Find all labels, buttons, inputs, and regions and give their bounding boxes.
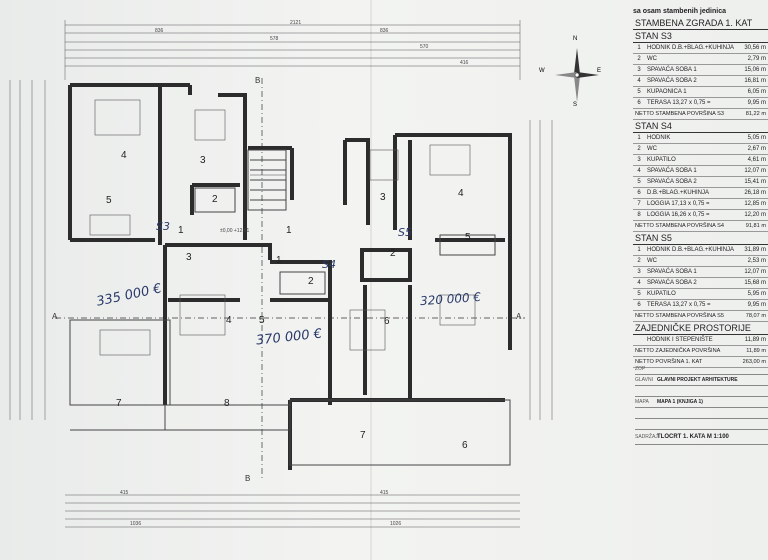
s3-title: STAN S3 — [633, 29, 768, 43]
compass-e: E — [597, 68, 602, 74]
dim-top-2: 578 — [270, 36, 279, 42]
s4-room-2: 2 — [308, 276, 314, 287]
s5-room-5: 5 — [465, 232, 471, 243]
walls — [68, 83, 512, 470]
s3-room-1: 1 — [178, 225, 184, 236]
section-lines — [55, 78, 525, 480]
dim-bottom-1: 1036 — [130, 521, 142, 527]
furniture — [89, 99, 476, 356]
s5-room-2: 2 — [390, 248, 396, 259]
s3-room-2: 2 — [212, 194, 218, 205]
title-block-row — [635, 386, 768, 397]
dim-bottom-4: 415 — [380, 490, 389, 496]
north-arrow: N E S W — [539, 36, 602, 115]
s5-room-1: 1 — [286, 225, 292, 236]
dim-bottom-2: 1026 — [390, 521, 402, 527]
dim-top-3: 836 — [380, 28, 389, 34]
s5-title: STAN S5 — [633, 231, 768, 245]
s4-room-8: 8 — [224, 398, 230, 409]
s5-room-3: 3 — [380, 192, 386, 203]
side-dimension-lines — [9, 80, 553, 420]
top-dimension-lines — [64, 20, 521, 80]
section-a-right: A — [516, 312, 522, 321]
dim-top-total: 2121 — [290, 20, 302, 26]
s4-room-7: 7 — [116, 398, 122, 409]
dim-bottom-3: 415 — [120, 490, 129, 496]
label-s4: S4 — [322, 258, 336, 271]
s5-room-7: 7 — [360, 430, 366, 441]
s5-room-terrace: 6 — [462, 440, 468, 451]
area-legend: sa osam stambenih jedinica STAMBENA ZGRA… — [633, 8, 768, 368]
title-block-row: ZOP — [635, 364, 768, 375]
s4-room-3: 3 — [186, 252, 192, 263]
section-b-top: B — [255, 76, 261, 85]
label-s5: S5 — [398, 226, 412, 239]
title-block-row — [635, 419, 768, 430]
s3-room-3: 3 — [200, 155, 206, 166]
dim-top-5: 416 — [460, 60, 469, 66]
section-a-left: A — [52, 312, 58, 321]
dim-top-4: 570 — [420, 44, 429, 50]
section-b-bottom: B — [245, 474, 251, 483]
bottom-dimension-lines — [65, 494, 520, 528]
title-block-row — [635, 408, 768, 419]
compass-icon — [555, 48, 599, 102]
common-title: ZAJEDNIČKE PROSTORIJE — [633, 321, 768, 335]
compass-w: W — [539, 68, 545, 74]
s5-room-6: 6 — [384, 316, 390, 327]
interior-lines — [69, 149, 511, 466]
s5-room-4: 4 — [458, 188, 464, 199]
compass-n: N — [573, 36, 578, 42]
s3-room-5: 5 — [106, 195, 112, 206]
s3-room-4: 4 — [121, 150, 127, 161]
s4-room-4: 4 — [226, 315, 232, 326]
label-s3: S3 — [156, 220, 170, 233]
legend-header: sa osam stambenih jedinica — [633, 8, 726, 15]
level-mark: ±0,00 +12,61 — [220, 228, 250, 234]
building-title: STAMBENA ZGRADA 1. KAT — [633, 17, 768, 30]
s4-title: STAN S4 — [633, 119, 768, 133]
dim-top-1: 836 — [155, 28, 164, 34]
compass-s: S — [573, 102, 578, 108]
s4-room-5: 5 — [259, 315, 265, 326]
s4-room-1: 1 — [276, 255, 282, 266]
